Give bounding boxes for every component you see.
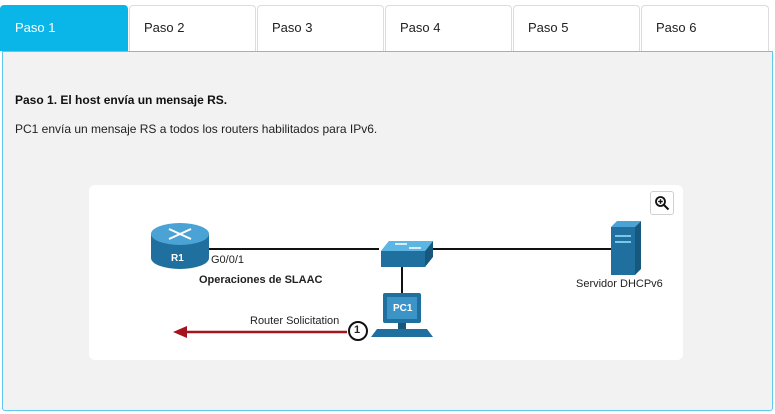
server-icon	[611, 221, 641, 275]
tab-paso-3[interactable]: Paso 3	[257, 5, 384, 51]
pc-icon	[371, 293, 433, 337]
router-name: R1	[171, 253, 184, 264]
tab-paso-1[interactable]: Paso 1	[0, 5, 128, 51]
step-panel: Paso 1. El host envía un mensaje RS. PC1…	[2, 51, 773, 411]
message-number: 1	[354, 324, 361, 336]
tab-paso-5[interactable]: Paso 5	[513, 5, 640, 51]
step-title: Paso 1. El host envía un mensaje RS.	[15, 93, 228, 107]
server-label: Servidor DHCPv6	[576, 278, 663, 290]
message-label: Router Solicitation	[250, 315, 340, 327]
zoom-in-icon	[655, 196, 670, 211]
topology-drawing	[151, 221, 641, 341]
pc-name: PC1	[393, 303, 413, 314]
network-diagram: R1 G0/0/1 Operaciones de SLAAC Servidor …	[89, 185, 683, 360]
tab-paso-2[interactable]: Paso 2	[129, 5, 256, 51]
rs-arrow-head	[173, 326, 187, 338]
switch-icon	[381, 241, 433, 267]
tab-paso-4[interactable]: Paso 4	[385, 5, 512, 51]
step-tabs: Paso 1 Paso 2 Paso 3 Paso 4 Paso 5 Paso …	[0, 0, 775, 52]
router-icon	[151, 223, 209, 269]
tab-paso-6[interactable]: Paso 6	[641, 5, 769, 51]
router-interface-label: G0/0/1	[211, 254, 245, 266]
message-number-badge	[348, 321, 368, 341]
slaac-process-label: Operaciones de SLAAC	[199, 274, 323, 286]
zoom-button[interactable]	[650, 191, 674, 215]
step-description: PC1 envía un mensaje RS a todos los rout…	[15, 122, 378, 136]
